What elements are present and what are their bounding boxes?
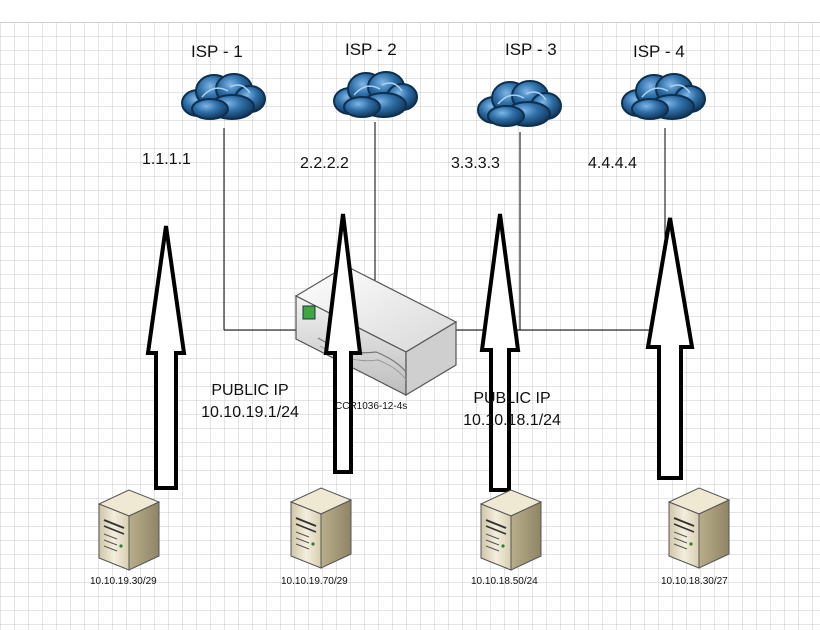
- public-ip-block-2: PUBLIC IP 10.10.18.1/24: [454, 388, 570, 432]
- cloud-icon: [621, 73, 706, 120]
- cloud-icons: [181, 71, 706, 127]
- public-ip-block-1: PUBLIC IP 10.10.19.1/24: [192, 380, 308, 424]
- cloud-icon: [477, 80, 562, 127]
- arrow-2: [323, 213, 363, 474]
- router-label: CCR1036-12-4s: [335, 401, 408, 412]
- public-ip-title-1: PUBLIC IP: [211, 382, 289, 399]
- server-1-ip: 10.10.19.30/29: [90, 576, 157, 587]
- isp-3-ip: 3.3.3.3: [451, 155, 500, 172]
- isp-3-name: ISP - 3: [505, 40, 557, 59]
- server-icon: [289, 487, 353, 569]
- server-icon: [667, 487, 731, 569]
- arrow-4: [645, 217, 695, 480]
- public-ip-subnet-1: 10.10.19.1/24: [201, 404, 299, 421]
- arrows: [145, 213, 695, 492]
- isp-links: [223, 122, 666, 331]
- arrow-1: [145, 225, 187, 490]
- public-ip-title-2: PUBLIC IP: [473, 390, 551, 407]
- isp-4-ip: 4.4.4.4: [588, 155, 637, 172]
- cloud-icon: [181, 73, 266, 120]
- server-icon: [479, 489, 543, 571]
- arrow-3: [479, 213, 521, 492]
- router-icon: [294, 265, 458, 397]
- server-2-ip: 10.10.19.70/29: [281, 576, 348, 587]
- cloud-icon: [333, 71, 418, 118]
- top-band: [0, 0, 820, 23]
- isp-1-name: ISP - 1: [191, 42, 243, 61]
- server-4-ip: 10.10.18.30/27: [661, 576, 728, 587]
- server-3-ip: 10.10.18.50/24: [471, 576, 538, 587]
- isp-2-name: ISP - 2: [345, 40, 397, 59]
- isp-2-ip: 2.2.2.2: [300, 155, 349, 172]
- isp-1-ip: 1.1.1.1: [142, 151, 191, 168]
- server-icons: [97, 487, 731, 571]
- isp-4-name: ISP - 4: [633, 42, 685, 61]
- server-icon: [97, 489, 161, 571]
- public-ip-subnet-2: 10.10.18.1/24: [463, 412, 561, 429]
